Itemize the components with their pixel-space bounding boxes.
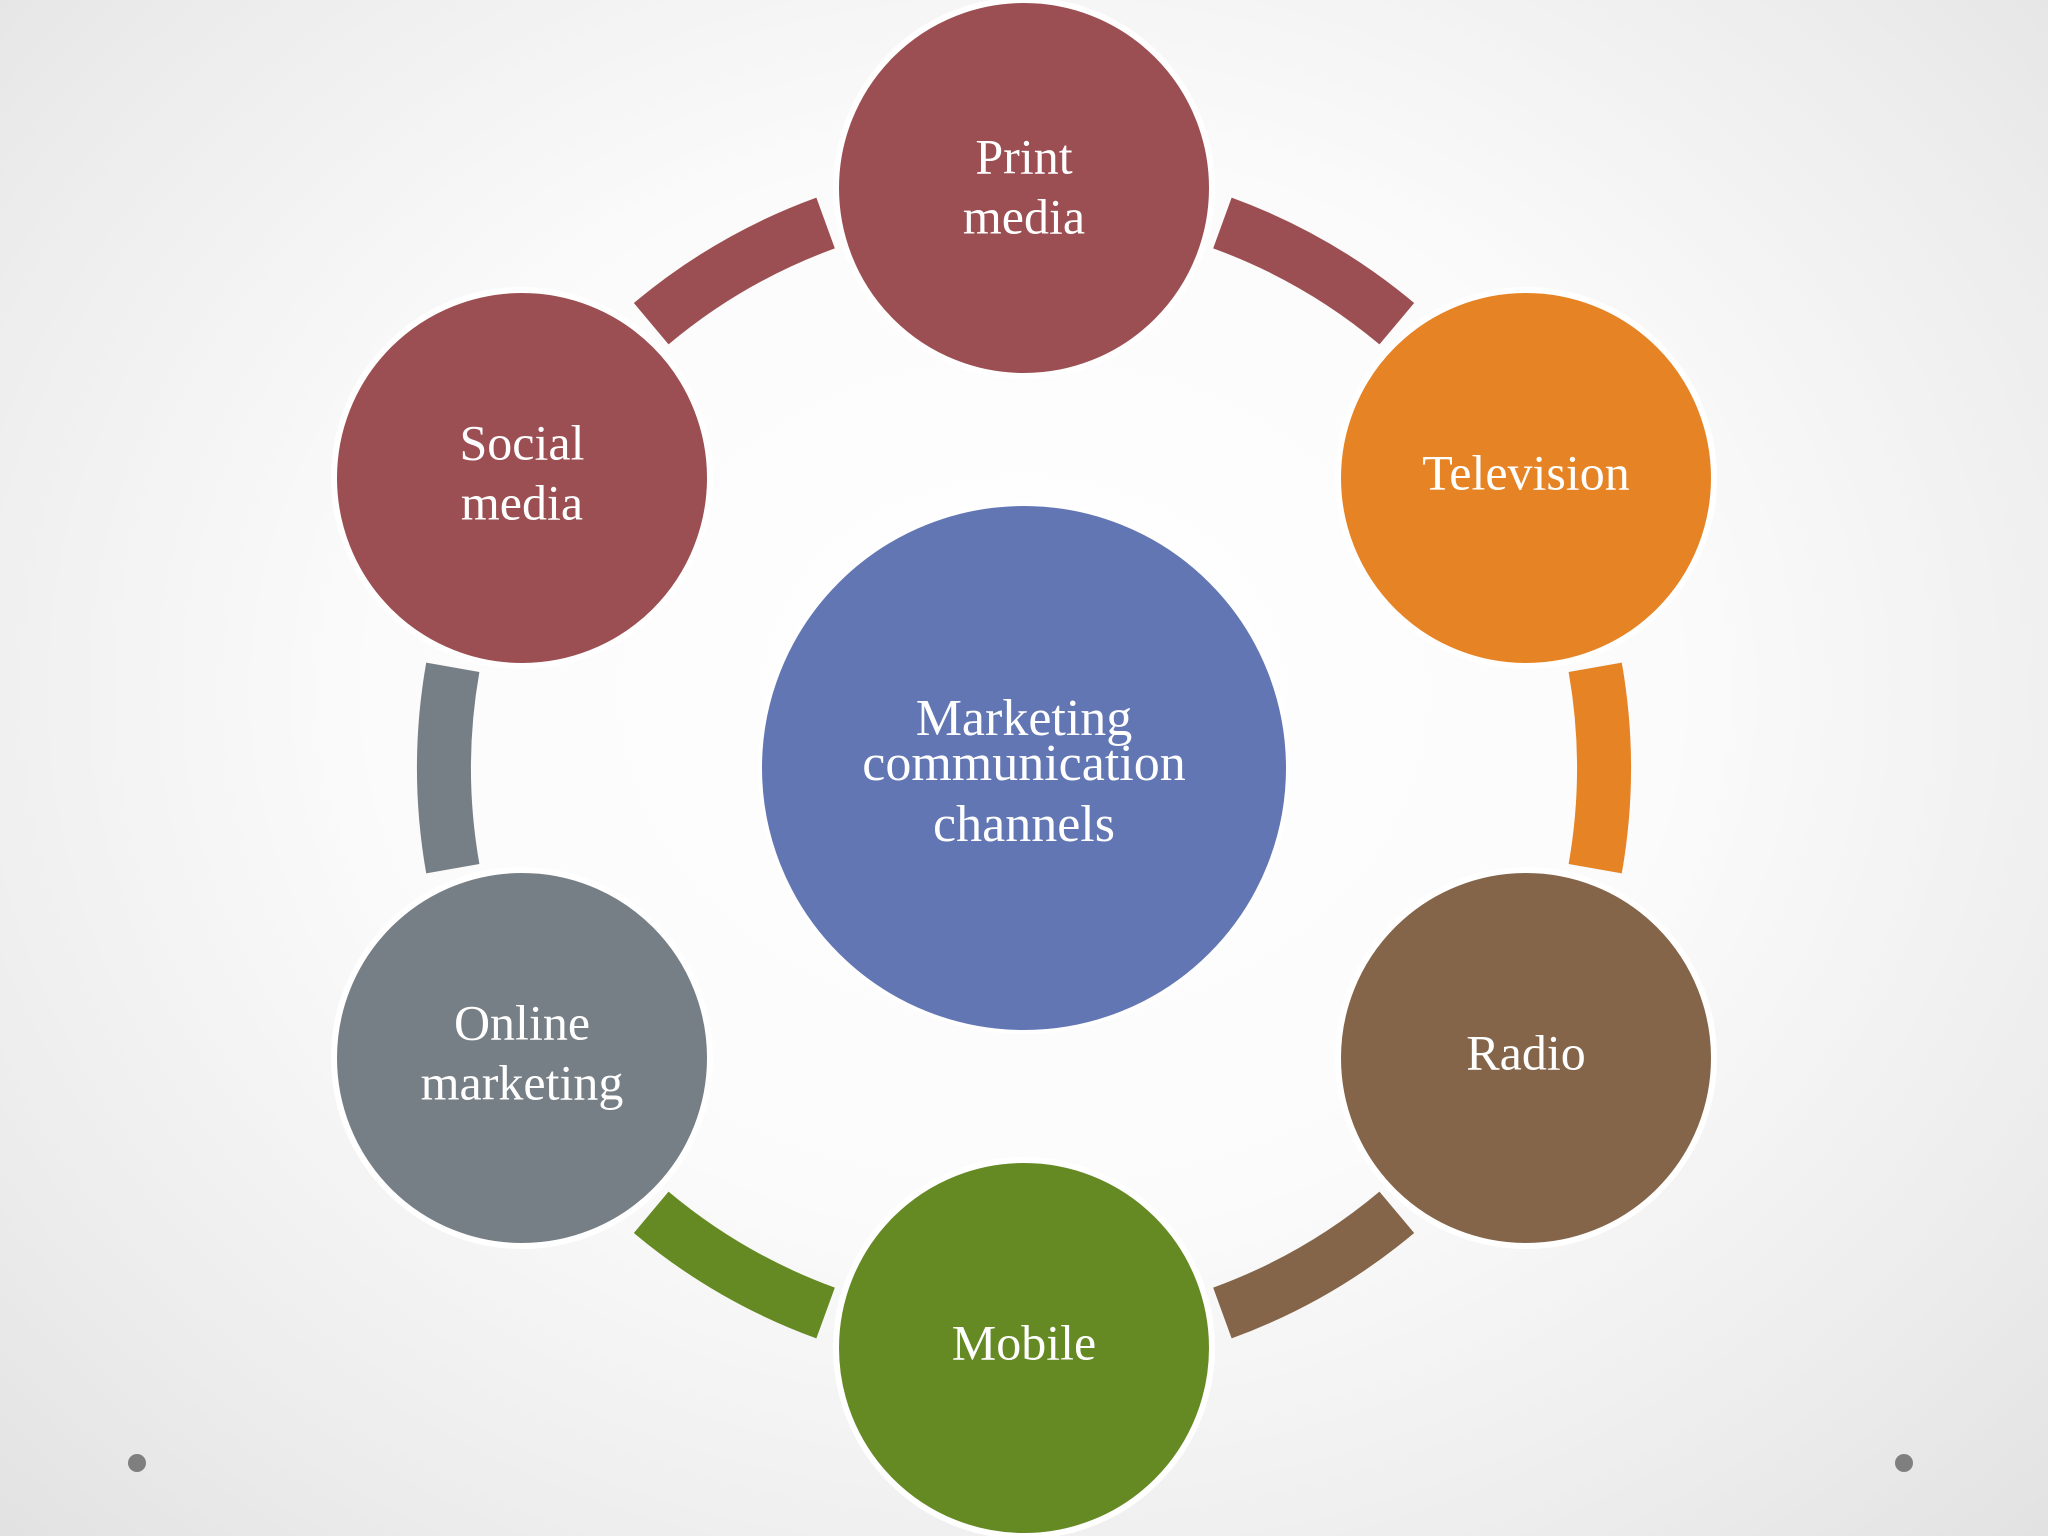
node-print-media-label-line-2: media bbox=[963, 188, 1085, 244]
node-print-media-label-line-1: Print bbox=[975, 128, 1072, 184]
node-mobile: Mobile bbox=[833, 1157, 1215, 1536]
node-mobile-label: Mobile bbox=[952, 1314, 1096, 1370]
center-label-line-2: communication bbox=[862, 735, 1185, 792]
center-label-line-1: Marketing bbox=[916, 690, 1133, 747]
node-television-label: Television bbox=[1422, 444, 1630, 500]
node-television: Television bbox=[1335, 287, 1717, 669]
connector-arc-television-radio bbox=[1568, 662, 1631, 874]
node-online-marketing-label-line-2: marketing bbox=[421, 1054, 624, 1110]
node-social-media: Social media bbox=[331, 287, 713, 669]
connector-arc-online-marketing-social-media bbox=[417, 662, 480, 874]
node-print-media: Print media bbox=[833, 0, 1215, 379]
node-social-media-label-line-1: Social bbox=[460, 414, 585, 470]
node-online-marketing: Online marketing bbox=[331, 867, 713, 1249]
node-social-media-label-line-2: media bbox=[461, 474, 583, 530]
connector-arc-social-media-print-media bbox=[633, 197, 836, 345]
node-online-marketing-label-line-1: Online bbox=[454, 994, 590, 1050]
slide-bullet-right bbox=[1895, 1454, 1913, 1472]
center-label-line-3: channels bbox=[933, 796, 1115, 853]
center-node: Marketing communication channels bbox=[758, 502, 1290, 1034]
connector-arc-mobile-online-marketing bbox=[633, 1191, 836, 1339]
connector-arc-radio-mobile bbox=[1212, 1191, 1415, 1339]
node-radio: Radio bbox=[1335, 867, 1717, 1249]
connector-arc-print-media-television bbox=[1212, 197, 1415, 345]
connector-arcs bbox=[417, 197, 1631, 1339]
slide-bullet-left bbox=[128, 1454, 146, 1472]
node-radio-label: Radio bbox=[1466, 1024, 1585, 1080]
